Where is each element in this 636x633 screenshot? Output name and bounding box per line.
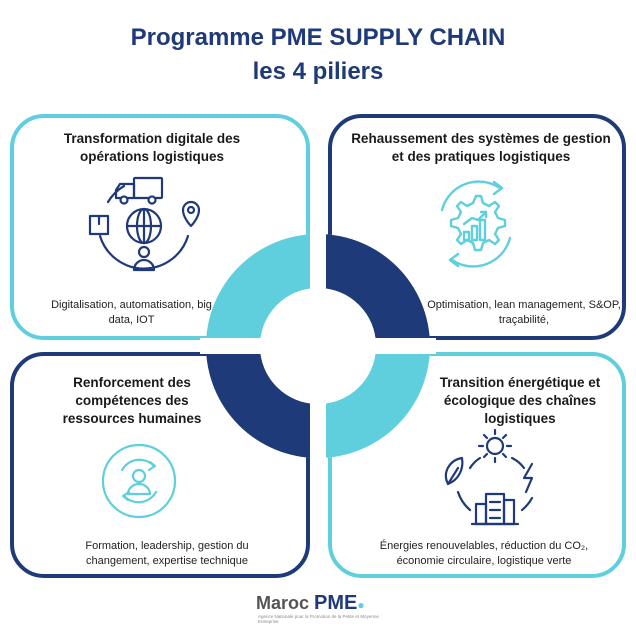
pillar-description-line: économie circulaire, logistique verte [396,555,572,567]
pillar-title: Transformation digitale des opérations l… [63,131,241,164]
pillar-description-line: Énergies renouvelables, réduction du CO₂… [379,540,589,552]
logo-text-pme: PME [314,592,358,614]
pillar-description: Énergies renouvelables, réduction du CO₂… [364,539,604,569]
logo-leaf-icon: ● [357,598,365,612]
pillar-title: Transition énergétique et écologique des… [439,375,601,426]
logo-subtitle: Agence Nationale pour la Promotion de la… [258,614,379,624]
gear-chart-icon [440,180,512,268]
pillar-title: Renforcement des compétences des ressour… [62,375,202,426]
eco-factory-icon [444,428,534,526]
page-subtitle: les 4 piliers [252,58,384,85]
pillar-title: Rehaussement des systèmes de gestion et … [351,131,611,164]
pillar-description: Formation, leadership, gestion du change… [85,540,249,567]
logo-text-maroc: Maroc [256,593,315,613]
truck-globe-icon [88,176,201,272]
person-cycle-icon [101,443,177,519]
page-title: Programme PME SUPPLY CHAIN [130,24,506,51]
maroc-pme-logo: Maroc PME● [256,592,365,615]
pillar-description: Digitalisation, automatisation, big data… [51,299,212,326]
pillar-description: Optimisation, lean management, S&OP, tra… [427,299,621,326]
